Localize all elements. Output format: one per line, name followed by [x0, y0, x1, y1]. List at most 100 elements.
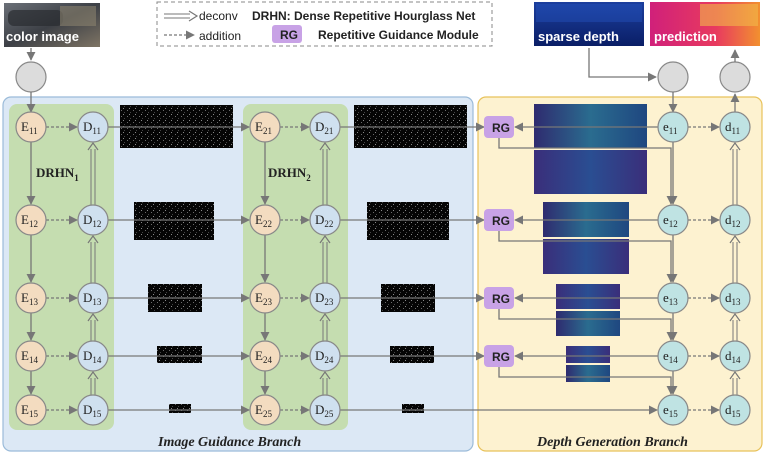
color-image-label: color image [6, 29, 79, 44]
legend-drhn-title: DRHN: Dense Repetitive Hourglass Net [252, 9, 475, 23]
rg-module-label: RG [492, 214, 510, 228]
deconv-arrow-head [319, 370, 331, 380]
node-d1-13 [77, 282, 109, 314]
node-e2-22 [249, 204, 281, 236]
feature-map [157, 346, 202, 363]
legend-deconv-label: deconv [199, 9, 238, 23]
node-label: D14 [83, 348, 102, 365]
feature-map [134, 202, 214, 240]
node-e-15 [657, 394, 689, 426]
network-nodes: E11E12E13E14E15D11D12D13D14D15E21E22E23E… [15, 111, 751, 426]
deconv-arrow-head [319, 312, 331, 322]
node-e-12 [657, 204, 689, 236]
node-d2-22 [309, 204, 341, 236]
node-label: D15 [83, 402, 102, 419]
feature-map [566, 346, 610, 363]
node-label: E15 [21, 402, 38, 419]
node-label: d12 [725, 212, 741, 229]
node-e-13 [657, 282, 689, 314]
legend-rg-title: Repetitive Guidance Module [318, 28, 479, 42]
connection-arrows [26, 122, 741, 415]
feature-maps-depth [534, 104, 647, 382]
node-d-12 [719, 204, 751, 236]
node-label: d11 [725, 119, 740, 136]
depth-generation-branch-title: Depth Generation Branch [536, 435, 688, 450]
sparse-depth-label: sparse depth [538, 29, 619, 44]
deconv-arrow-head [319, 234, 331, 244]
node-label: D22 [315, 212, 333, 229]
image-guidance-branch-panel [2, 96, 474, 452]
feature-map [402, 404, 424, 413]
node-e2-24 [249, 340, 281, 372]
deconv-arrow-head [87, 141, 99, 151]
legend: deconv addition DRHN: Dense Repetitive H… [156, 1, 493, 47]
sparse-input-add-node [657, 61, 689, 93]
node-e2-23 [249, 282, 281, 314]
deconv-arrow-head [87, 370, 99, 380]
node-d-14 [719, 340, 751, 372]
deconv-arrow-head [729, 141, 741, 151]
feature-map [367, 202, 449, 240]
node-d2-21 [309, 111, 341, 143]
rg-output-arrow [498, 309, 676, 341]
node-label: e15 [663, 402, 678, 419]
feature-map [566, 365, 610, 382]
node-e-11 [657, 111, 689, 143]
node-label: E11 [21, 119, 38, 136]
node-label: E22 [255, 212, 272, 229]
rg-module [484, 287, 514, 309]
node-e1-13 [15, 282, 47, 314]
drhn2-label: DRHN2 [268, 165, 311, 183]
node-label: D12 [83, 212, 101, 229]
node-e-14 [657, 340, 689, 372]
node-label: E25 [255, 402, 272, 419]
node-d1-14 [77, 340, 109, 372]
node-d-13 [719, 282, 751, 314]
rg-module [484, 209, 514, 231]
drhn1-label: DRHN1 [36, 165, 79, 183]
deconv-arrow-head [87, 234, 99, 244]
feature-map [556, 284, 620, 309]
node-label: d13 [725, 290, 741, 307]
drhn1-region [9, 104, 114, 430]
prediction-label: prediction [654, 29, 717, 44]
node-label: E12 [21, 212, 38, 229]
color-input-add-node [15, 61, 47, 93]
rg-module [484, 116, 514, 138]
feature-map [169, 404, 191, 413]
node-label: e13 [663, 290, 678, 307]
node-d2-25 [309, 394, 341, 426]
node-label: D24 [315, 348, 334, 365]
feature-map [534, 150, 647, 194]
sparse-depth-thumbnail: sparse depth [534, 2, 644, 46]
deconv-arrow-head [319, 141, 331, 151]
node-label: D11 [83, 119, 101, 136]
node-e1-12 [15, 204, 47, 236]
legend-addition-label: addition [199, 29, 241, 43]
node-label: D25 [315, 402, 334, 419]
feature-map [543, 239, 629, 274]
deconv-arrow-head [729, 312, 741, 322]
node-label: D13 [83, 290, 102, 307]
node-d-15 [719, 394, 751, 426]
node-label: d14 [725, 348, 741, 365]
deconv-arrow-head [729, 234, 741, 244]
rg-module-label: RG [492, 121, 510, 135]
node-label: E23 [255, 290, 272, 307]
color-image-thumbnail: color image [4, 3, 100, 47]
node-d-11 [719, 111, 751, 143]
node-e1-15 [15, 394, 47, 426]
node-label: e14 [663, 348, 678, 365]
feature-map [534, 104, 647, 148]
legend-rg-badge: RG [280, 28, 298, 42]
prediction-add-node [719, 61, 751, 93]
node-d1-15 [77, 394, 109, 426]
node-label: E14 [21, 348, 38, 365]
rg-module [484, 345, 514, 367]
feature-map [390, 346, 434, 363]
node-d1-11 [77, 111, 109, 143]
rg-output-arrow [498, 138, 676, 205]
image-guidance-branch-title: Image Guidance Branch [157, 435, 301, 450]
deconv-arrow-head [87, 312, 99, 322]
